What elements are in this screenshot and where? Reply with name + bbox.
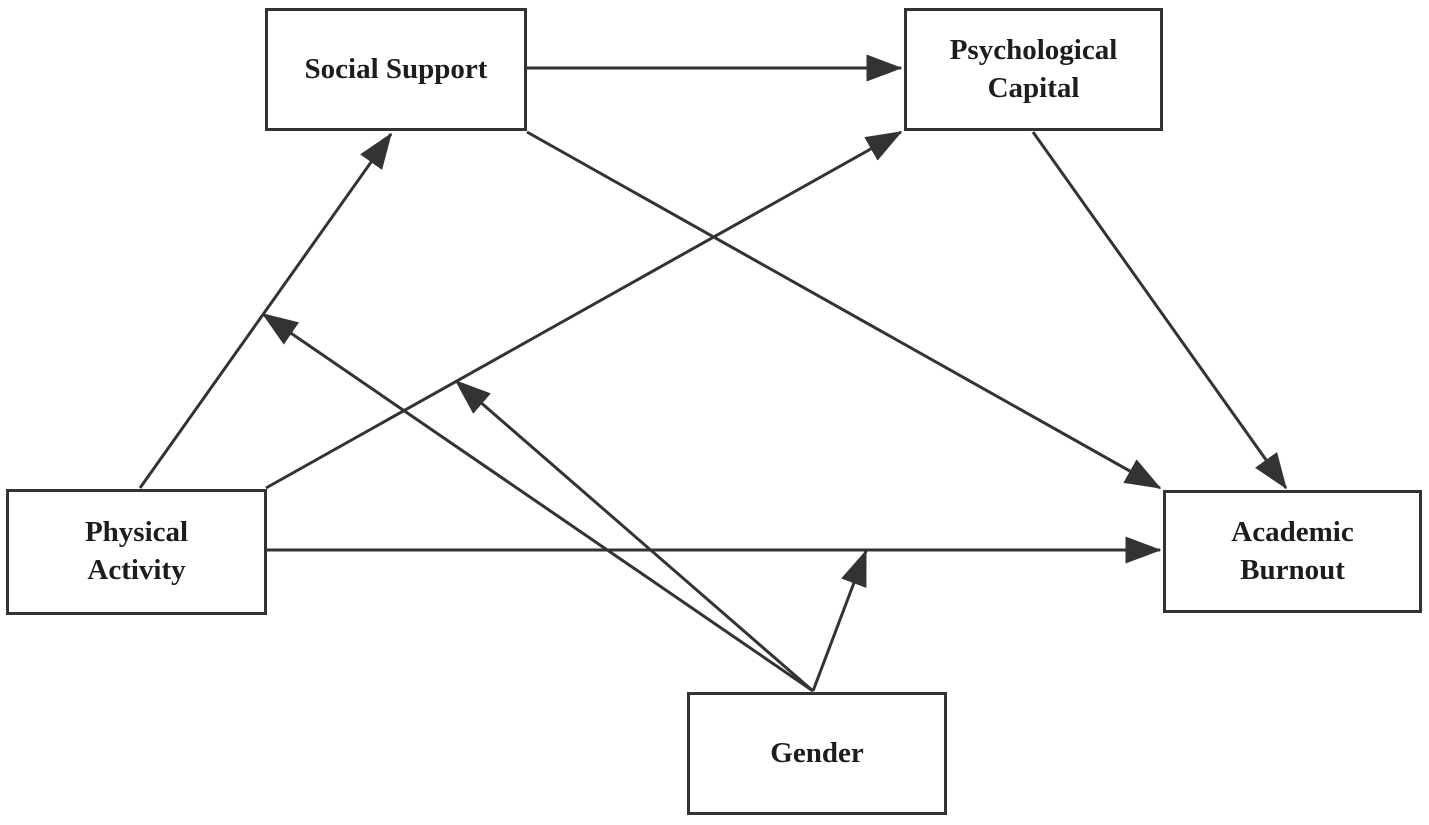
edge-physical-activity-to-psychological-capital bbox=[265, 130, 903, 490]
node-label-gender: Gender bbox=[770, 736, 864, 769]
node-label-social-support: Social Support bbox=[304, 52, 488, 85]
edge-gender-moderates-physical-activity-academic-burnout-path bbox=[811, 549, 868, 692]
edge-psychological-capital-to-academic-burnout bbox=[1031, 131, 1288, 490]
edge-gender-moderates-physical-activity-psychological-capital-path bbox=[454, 379, 814, 693]
edge-physical-activity-to-social-support bbox=[138, 132, 393, 489]
edge-social-support-to-academic-burnout bbox=[526, 130, 1162, 490]
edge-gender-moderates-physical-activity-social-support-path bbox=[261, 312, 814, 693]
edges-group bbox=[138, 54, 1288, 693]
node-social-support: Social Support bbox=[265, 8, 527, 131]
node-gender: Gender bbox=[687, 692, 947, 815]
